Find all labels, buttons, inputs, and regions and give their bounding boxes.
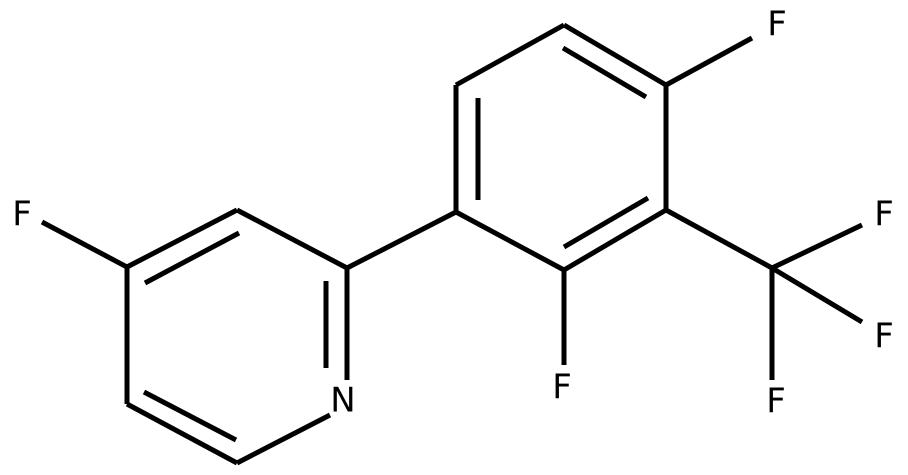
atom-f-pyridine: F (12, 195, 32, 235)
bond-benz-c4-c5-inner (561, 45, 648, 100)
bond-pyr-n-c6 (235, 412, 332, 466)
bond-benz-c4-f (664, 35, 754, 88)
bond-benz-c2-c3 (562, 207, 668, 273)
bond-cf3-f1 (770, 222, 864, 271)
bond-cf3-f2 (770, 265, 864, 325)
bond-pyr-c6-c5 (125, 401, 239, 466)
bond-benz-c4-c5 (562, 22, 668, 88)
bond-pyr-c4-c3 (125, 207, 239, 270)
bond-pyr-c3-c2 (235, 207, 349, 271)
atom-f-cf3-1: F (874, 195, 894, 235)
atom-f-cf3-2: F (874, 317, 894, 357)
bond-biaryl (345, 209, 458, 271)
bond-benz-c3-cf3 (664, 207, 774, 271)
bond-benz-c5-c6 (454, 22, 566, 88)
bond-pyr-c4-c3-inner (143, 230, 241, 286)
bond-benz-c1-c2 (454, 209, 566, 273)
atom-f-ring-ortho: F (552, 368, 572, 408)
atom-f-cf3-3: F (766, 382, 786, 422)
atom-n-pyridine: N (330, 381, 355, 421)
bond-benz-c2-c3-inner (562, 195, 650, 250)
bond-pyr-c4-f (40, 219, 129, 270)
pyridine-ring (124, 207, 350, 466)
bond-pyr-c6-c5-inner (142, 389, 238, 443)
cf3-group (769, 222, 864, 380)
benzene-ring (453, 22, 669, 273)
atom-f-ring-top: F (767, 5, 787, 45)
